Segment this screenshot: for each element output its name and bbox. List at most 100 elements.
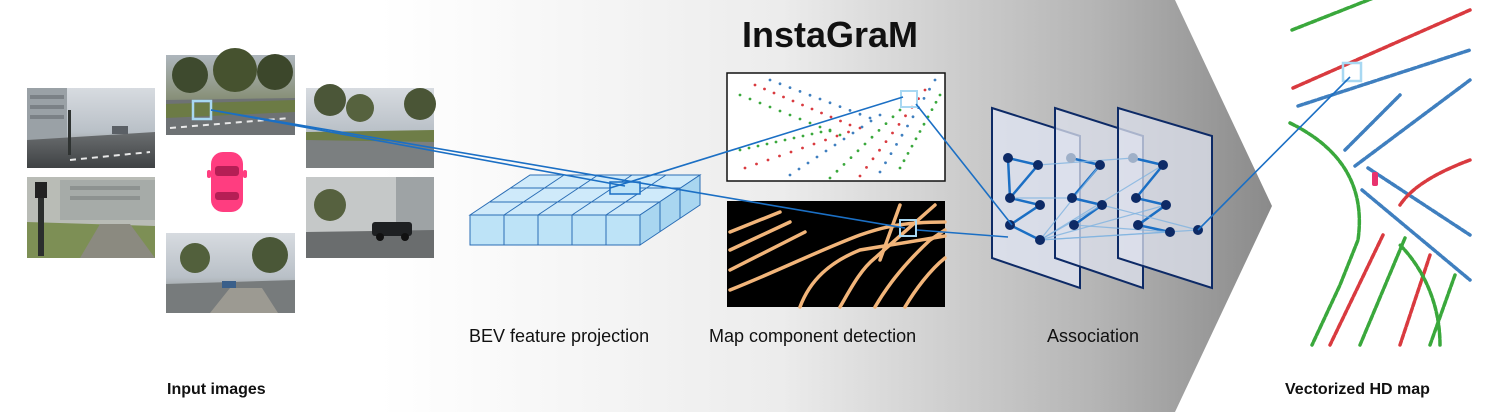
keypoint-dot xyxy=(808,93,812,97)
keypoint-dot xyxy=(904,114,907,118)
keypoint-dot xyxy=(884,140,888,144)
label-map-component-detection: Map component detection xyxy=(709,326,917,346)
keypoint-dot xyxy=(828,101,832,105)
keypoint-dot xyxy=(838,133,842,137)
keypoint-dot xyxy=(906,124,909,128)
keypoint-dot xyxy=(865,166,868,169)
keypoint-dot xyxy=(801,103,804,107)
keypoint-dot xyxy=(818,97,822,101)
keypoint-dot xyxy=(792,136,796,140)
keypoint-dot xyxy=(758,101,762,105)
keypoint-dot xyxy=(878,148,881,152)
keypoint-dot xyxy=(835,134,839,138)
heatmap-highlight-box xyxy=(899,219,917,237)
camera-image-back-left xyxy=(27,177,155,258)
keypoint-dot xyxy=(891,115,895,119)
keypoint-dot xyxy=(911,115,915,119)
keypoint-dot xyxy=(810,132,814,136)
keypoint-dot xyxy=(851,131,855,135)
keypoint-dot xyxy=(798,90,802,93)
keypoint-dot xyxy=(898,166,902,170)
graph-panel-3 xyxy=(1117,106,1213,290)
keypoint-dot xyxy=(842,163,846,166)
map-highlight-box xyxy=(1341,61,1363,83)
keypoint-dot xyxy=(824,138,827,142)
keypoint-dot xyxy=(848,109,852,112)
keypoint-dot xyxy=(738,93,742,97)
keypoint-dot xyxy=(829,115,833,119)
keypoint-dot xyxy=(778,82,782,86)
label-bev-feature-projection: BEV feature projection xyxy=(469,326,650,346)
keypoint-dot xyxy=(938,93,942,97)
keypoint-dot xyxy=(824,149,828,153)
label-input-images: Input images xyxy=(167,381,266,398)
keypoint-dot xyxy=(895,143,898,146)
keypoint-dot xyxy=(765,142,769,146)
keypoint-dot xyxy=(838,105,842,108)
keypoint-dot xyxy=(772,91,776,95)
keypoint-dot xyxy=(914,137,918,141)
keypoint-dot xyxy=(828,176,832,180)
keypoint-dot xyxy=(877,129,881,132)
keypoint-dot xyxy=(766,158,770,162)
keypoint-dot xyxy=(933,78,937,82)
keypoint-highlight-box xyxy=(900,90,918,108)
keypoint-dot xyxy=(828,128,832,132)
keypoint-dot xyxy=(902,159,906,163)
keypoint-dot xyxy=(753,83,757,87)
keypoint-dot xyxy=(928,87,931,91)
keypoint-dot xyxy=(906,152,910,155)
keypoint-dot xyxy=(789,150,793,154)
keypoint-dot xyxy=(849,156,853,160)
keypoint-dot xyxy=(763,87,766,91)
keypoint-dot xyxy=(870,135,874,139)
keypoint-dot xyxy=(748,97,752,101)
keypoint-dot xyxy=(812,142,816,146)
bev-feature-grid xyxy=(468,174,702,246)
keypoint-detection-plot xyxy=(726,72,946,182)
keypoint-dot xyxy=(878,170,882,174)
keypoint-dot xyxy=(778,109,782,113)
keypoint-dot xyxy=(858,112,862,116)
label-vectorized-hd-map: Vectorized HD map xyxy=(1285,381,1430,398)
camera-image-front-right xyxy=(306,84,436,168)
keypoint-dot xyxy=(922,122,926,126)
keypoint-dot xyxy=(897,123,901,126)
keypoint-dot xyxy=(801,134,805,138)
keypoint-dot xyxy=(889,152,893,156)
diagram-title: InstaGraM xyxy=(742,14,919,55)
vectorized-hd-map xyxy=(1288,0,1472,347)
keypoint-dot xyxy=(778,154,781,158)
keypoint-dot xyxy=(884,122,888,125)
keypoint-dot xyxy=(788,86,792,89)
keypoint-dot xyxy=(858,174,862,178)
keypoint-dot xyxy=(819,130,823,134)
keypoint-dot xyxy=(801,146,804,150)
keypoint-dot xyxy=(755,162,758,166)
keypoint-dot xyxy=(863,142,867,146)
map-ego-car-icon xyxy=(1372,172,1378,186)
keypoint-dot xyxy=(878,113,882,117)
label-association: Association xyxy=(1047,326,1140,346)
association-graph xyxy=(991,106,1213,290)
heatmap-detection xyxy=(727,201,947,309)
keypoint-dot xyxy=(747,146,751,150)
keypoint-dot xyxy=(923,88,927,92)
camera-image-back-right xyxy=(306,177,434,258)
keypoint-dot xyxy=(818,125,822,129)
keypoint-dot xyxy=(806,161,810,165)
keypoint-dot xyxy=(848,123,852,127)
keypoint-dot xyxy=(898,108,902,112)
keypoint-dot xyxy=(934,100,938,104)
keypoint-dot xyxy=(847,130,850,134)
keypoint-dot xyxy=(768,78,772,82)
keypoint-dot xyxy=(738,148,742,152)
keypoint-dot xyxy=(788,173,792,177)
ego-car-icon xyxy=(207,152,247,212)
keypoint-dot xyxy=(782,95,785,99)
keypoint-dot xyxy=(918,130,922,133)
keypoint-dot xyxy=(756,144,760,148)
keypoint-dot xyxy=(835,169,839,173)
